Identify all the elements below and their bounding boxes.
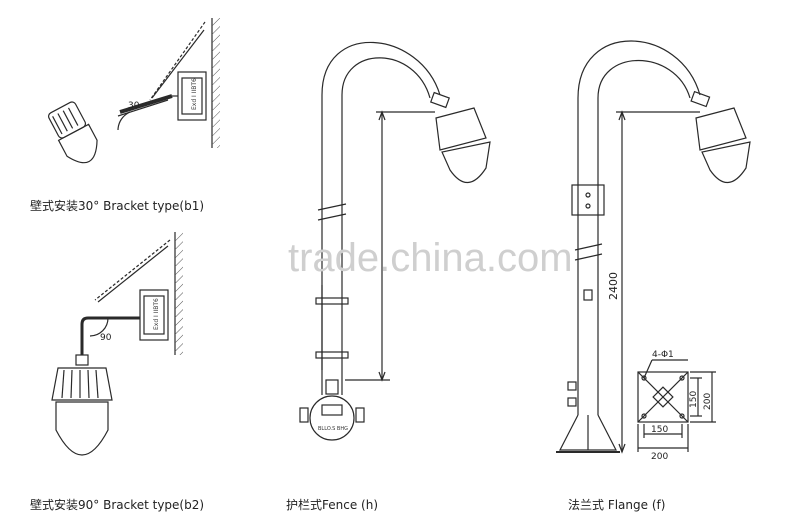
f-dim200-v-label: 200 — [703, 393, 713, 410]
h-box-label: BLLO.S BHG — [318, 426, 348, 432]
b1-arm — [119, 94, 173, 114]
b1-lamp-glass — [57, 123, 98, 164]
b2-junction-label: Exd I IIBT6 — [153, 298, 160, 330]
f-flange-plate — [637, 359, 716, 452]
h-clamp-1 — [315, 297, 349, 305]
b2-lamp-glass — [55, 401, 109, 456]
f-dim150-v-label: 150 — [689, 391, 699, 408]
caption-b1: 壁式安装30° Bracket type(b1) — [30, 199, 205, 213]
b1-chain — [149, 21, 206, 101]
f-holes-label: 4-Φ1 — [652, 350, 674, 360]
h-lamp-heatsink — [435, 107, 487, 151]
h-lamp — [430, 91, 491, 184]
bracket-b1-drawing: Exd I IIBT6 30 — [48, 18, 220, 164]
b2-lamp — [51, 354, 113, 456]
caption-f: 法兰式 Flange (f) — [568, 498, 666, 512]
b2-lamp-heatsink — [51, 367, 113, 401]
b2-junction-box — [139, 289, 169, 341]
h-lamp-glass — [441, 141, 491, 184]
fence-h-drawing: BLLO.S BHG — [299, 41, 491, 441]
f-lamp — [690, 90, 751, 184]
b2-arm — [80, 316, 140, 355]
h-junction-box — [309, 395, 355, 441]
f-dim150-h-label: 150 — [651, 425, 668, 435]
f-gooseneck — [577, 40, 701, 99]
f-height-label: 2400 — [607, 272, 620, 300]
f-lamp-heatsink — [695, 107, 747, 151]
h-gooseneck — [321, 41, 441, 96]
b1-lamp — [48, 101, 98, 164]
caption-h: 护栏式Fence (h) — [286, 498, 378, 512]
bracket-b2-drawing: Exd I IIBT6 90 — [51, 232, 183, 456]
watermark-text: trade.china.com — [288, 236, 573, 280]
b1-junction-label: Exd I IIBT6 — [191, 78, 198, 110]
flange-f-drawing — [556, 40, 751, 454]
f-dim200-h-label: 200 — [651, 452, 668, 462]
f-sleeve — [571, 184, 605, 216]
b2-angle-label: 90 — [100, 333, 112, 343]
f-lamp-glass — [701, 141, 751, 184]
b2-chain — [94, 239, 171, 301]
caption-b2: 壁式安装90° Bracket type(b2) — [30, 498, 205, 512]
b1-lamp-heatsink — [48, 101, 87, 139]
b1-angle-label: 30 — [128, 101, 140, 111]
h-clamp-2 — [315, 351, 349, 359]
